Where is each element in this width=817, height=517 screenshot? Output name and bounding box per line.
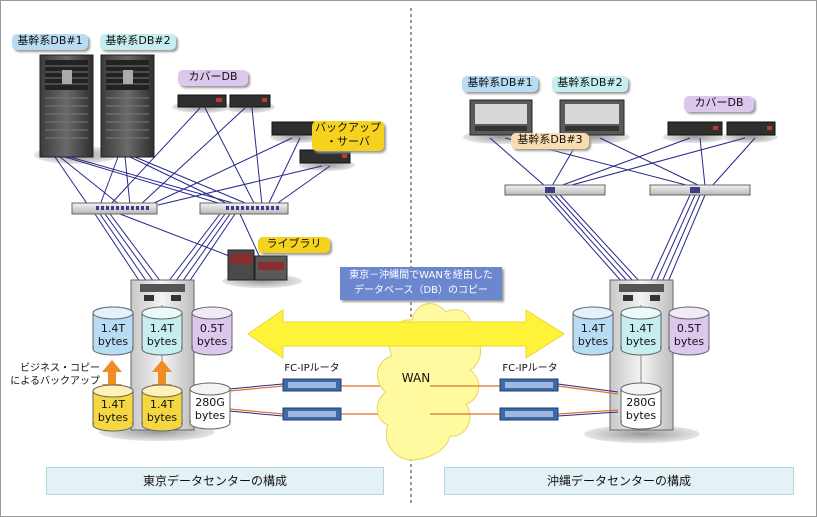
okinawa-caption: 沖縄データセンターの構成: [444, 467, 794, 495]
tokyo-db2-tag: 基幹系DB#2: [100, 34, 176, 50]
okinawa-fc-switches: [504, 184, 751, 196]
okinawa-disks: [572, 306, 710, 430]
disk-size: 280G: [626, 396, 656, 409]
okinawa-san-cables: [489, 137, 756, 283]
okinawa-db1-tag: 基幹系DB#1: [462, 76, 538, 92]
tokyo-cover-db-label: カバーDB: [188, 70, 238, 83]
tokyo-business-copy-note: ビジネス・コピー によるバックアップ: [10, 363, 100, 387]
okinawa-db3-tag: 基幹系DB#3: [511, 133, 589, 149]
okinawa-db2-label: 基幹系DB#2: [557, 76, 623, 89]
disk-size: 0.5T: [199, 322, 225, 335]
disk-unit: bytes: [196, 335, 228, 348]
tokyo-fc-switches: [71, 202, 289, 215]
tokyo-cover-db-servers: [177, 94, 271, 108]
tokyo-fc-ip-routers: [282, 378, 342, 421]
disk-unit: bytes: [146, 411, 178, 424]
disk-unit: bytes: [625, 335, 657, 348]
okinawa-db3-label: 基幹系DB#3: [517, 133, 583, 146]
wan-copy-note: 東京－沖縄間でWANを経由した データベース（DB）のコピー: [349, 270, 493, 296]
disk-unit: bytes: [97, 411, 129, 424]
tokyo-cover-db-tag: カバーDB: [178, 70, 248, 86]
tokyo-fc-router-label: FC-IPルータ: [284, 363, 340, 374]
tokyo-db1-label: 基幹系DB#1: [17, 34, 83, 47]
okinawa-cover-db-label: カバーDB: [694, 96, 744, 109]
disk-unit: bytes: [97, 335, 129, 348]
okinawa-db2-tag: 基幹系DB#2: [552, 76, 628, 92]
tokyo-library-label: ライブラリ: [266, 237, 322, 250]
tokyo-library-tag: ライブラリ: [258, 237, 330, 253]
tokyo-tape-library: [227, 249, 288, 281]
disk-size: 1.4T: [580, 322, 606, 335]
okinawa-fc-ip-routers: [499, 378, 559, 421]
disk-unit: bytes: [625, 409, 657, 422]
disk-unit: bytes: [673, 335, 705, 348]
db-copy-double-arrow: [247, 309, 565, 359]
tokyo-db2-label: 基幹系DB#2: [105, 34, 171, 47]
okinawa-cover-db-servers: [667, 121, 776, 136]
disk-size: 1.4T: [100, 322, 126, 335]
tokyo-backup-server-label: バックアップ ・サーバ: [315, 121, 381, 148]
disk-size: 1.4T: [628, 322, 654, 335]
disk-size: 1.4T: [149, 322, 175, 335]
disk-unit: bytes: [577, 335, 609, 348]
disk-unit: bytes: [194, 409, 226, 422]
tokyo-backup-server-tag: バックアップ ・サーバ: [312, 121, 384, 151]
disk-size: 0.5T: [676, 322, 702, 335]
tokyo-disks: [92, 306, 233, 432]
okinawa-db2-server: [559, 99, 625, 136]
tokyo-db2-server: [100, 54, 155, 158]
okinawa-db1-server: [469, 99, 533, 136]
wan-label: WAN: [401, 371, 431, 385]
disk-unit: bytes: [146, 335, 178, 348]
wan-copy-note-box: 東京－沖縄間でWANを経由した データベース（DB）のコピー: [340, 267, 502, 300]
okinawa-fc-router-label: FC-IPルータ: [502, 363, 558, 374]
disk-size: 1.4T: [149, 398, 175, 411]
tokyo-db1-server: [39, 54, 94, 158]
tokyo-caption: 東京データセンターの構成: [46, 467, 384, 495]
tokyo-san-cables: [54, 107, 331, 283]
disk-size: 280G: [195, 396, 225, 409]
okinawa-db1-label: 基幹系DB#1: [467, 76, 533, 89]
okinawa-cover-db-tag: カバーDB: [684, 96, 754, 112]
tokyo-db1-tag: 基幹系DB#1: [12, 34, 88, 50]
disk-size: 1.4T: [100, 398, 126, 411]
